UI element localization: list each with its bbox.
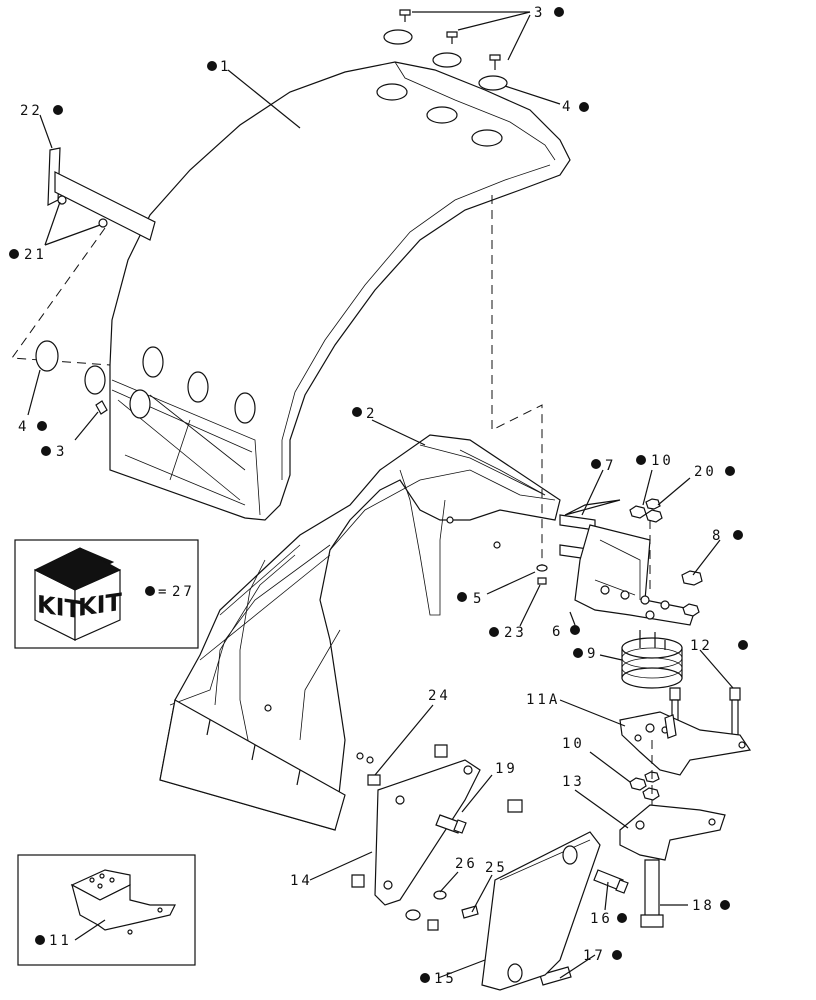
callout-22: 22 (20, 103, 43, 119)
plate-13 (574, 789, 726, 861)
callout-26: 26 (455, 856, 478, 872)
kit-legend-box: KIT KIT = 27 (14, 539, 199, 649)
callout-10-lower: 10 (562, 736, 585, 752)
center-hardware (486, 195, 548, 627)
spacers (351, 704, 459, 921)
callout-15: 15 (434, 971, 457, 987)
washer-screw-left (27, 340, 108, 441)
callout-6: 6 (552, 624, 563, 640)
callout-2: 2 (366, 406, 377, 422)
callout-21: 21 (24, 247, 47, 263)
callout-18: 18 (692, 898, 715, 914)
callout-11a: 11A (526, 692, 560, 708)
callout-3-left: 3 (56, 444, 67, 460)
callout-25: 25 (485, 860, 508, 876)
kit-number: 27 (172, 584, 195, 600)
callout-13: 13 (562, 774, 585, 790)
callout-12: 12 (690, 638, 713, 654)
plate-11a (559, 699, 752, 776)
callout-1: 1 (220, 59, 231, 75)
callout-labels: 1 2 3 3 4 4 5 6 7 8 9 10 10 (9, 5, 748, 987)
callout-4-right: 4 (562, 99, 573, 115)
callout-9: 9 (587, 646, 598, 662)
callout-5: 5 (473, 591, 484, 607)
callout-14: 14 (290, 873, 313, 889)
bracket-6 (559, 469, 696, 626)
nuts (629, 469, 721, 617)
bolt-18 (640, 859, 688, 928)
plate-15 (437, 831, 601, 991)
callout-8: 8 (712, 528, 723, 544)
callout-23: 23 (504, 625, 527, 641)
kit-label-left: KIT (37, 590, 81, 624)
nuts-lower (589, 740, 660, 830)
callout-17: 17 (583, 948, 606, 964)
frame-part (159, 419, 561, 831)
bracket-22 (11, 114, 156, 366)
plate-14 (309, 759, 481, 906)
callout-11: 11 (49, 933, 72, 949)
bolts-misc (427, 774, 629, 986)
callout-24: 24 (428, 688, 451, 704)
kit-label-right: KIT (78, 588, 122, 622)
callout-7: 7 (605, 458, 616, 474)
callout-3-top: 3 (534, 5, 545, 21)
callout-10-top: 10 (651, 453, 674, 469)
callout-4-left: 4 (18, 419, 29, 435)
callout-19: 19 (495, 761, 518, 777)
callout-20: 20 (694, 464, 717, 480)
kit-equals: = (158, 584, 169, 600)
fender-part (84, 61, 571, 521)
callout-16: 16 (590, 911, 613, 927)
isolator-9 (599, 630, 683, 689)
top-screws-washers (383, 9, 561, 105)
part-11-inset (17, 854, 196, 966)
